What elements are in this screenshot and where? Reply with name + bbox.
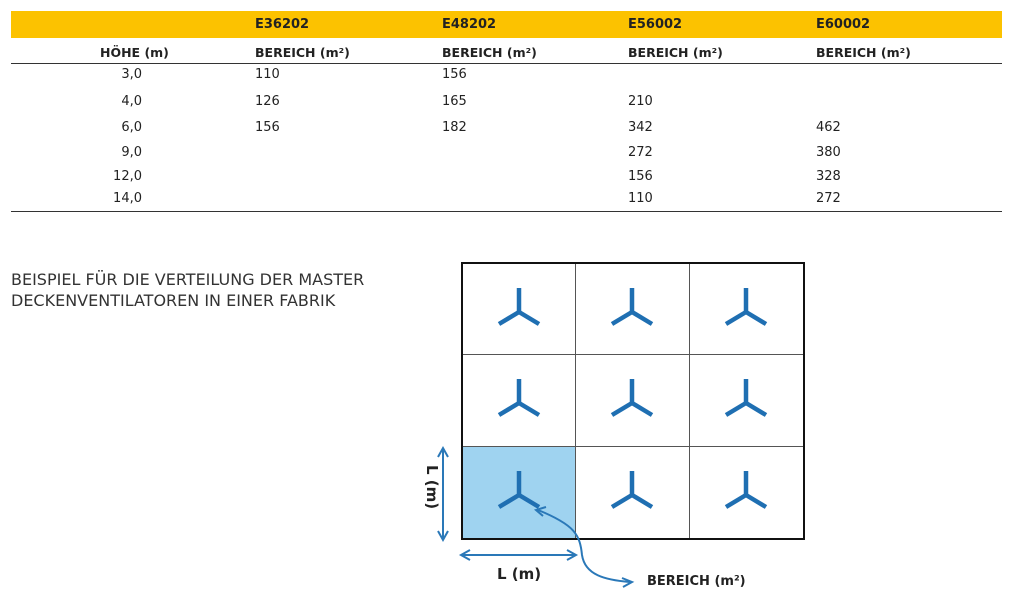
height-cell: 6,0 (121, 120, 142, 135)
height-cell: 3,0 (121, 67, 142, 82)
divider (11, 63, 1002, 64)
model-header: E36202 (255, 17, 310, 32)
grid-cell (690, 447, 803, 538)
divider (11, 211, 1002, 212)
area-cell: 165 (442, 94, 467, 109)
grid-cell (576, 446, 690, 538)
area-cell: 156 (255, 120, 280, 135)
caption-line: DECKENVENTILATOREN IN EINER FABRIK (11, 291, 336, 310)
grid-cell (576, 264, 690, 356)
ceiling-fan-icon (721, 286, 771, 332)
area-cell: 272 (816, 191, 841, 206)
area-cell: 110 (628, 191, 653, 206)
grid-cell (463, 355, 577, 447)
area-cell: 380 (816, 145, 841, 160)
ceiling-fan-icon (721, 377, 771, 423)
table-header-bar (11, 11, 1002, 38)
area-cell: 462 (816, 120, 841, 135)
ceiling-fan-icon (607, 469, 657, 515)
area-cell: 156 (442, 67, 467, 82)
ceiling-fan-icon (494, 286, 544, 332)
ceiling-fan-icon (607, 286, 657, 332)
ceiling-fan-icon (721, 469, 771, 515)
caption-line: BEISPIEL FÜR DIE VERTEILUNG DER MASTER (11, 270, 365, 289)
model-header: E56002 (628, 17, 683, 32)
area-header: BEREICH (m²) (628, 45, 723, 60)
dimension-arrows (437, 445, 635, 588)
grid-cell (689, 264, 803, 356)
area-label: BEREICH (m²) (647, 574, 746, 589)
area-cell: 156 (628, 169, 653, 184)
height-cell: 14,0 (113, 191, 142, 206)
grid-cell (689, 355, 803, 447)
area-cell: 272 (628, 145, 653, 160)
ceiling-fan-icon (494, 377, 544, 423)
factory-grid (461, 262, 805, 540)
side-length-label: L (m) (423, 464, 442, 510)
model-header: E60002 (816, 17, 871, 32)
area-cell: 126 (255, 94, 280, 109)
area-cell: 342 (628, 120, 653, 135)
area-header: BEREICH (m²) (255, 45, 350, 60)
grid-cell (463, 264, 577, 356)
area-cell: 182 (442, 120, 467, 135)
caption: BEISPIEL FÜR DIE VERTEILUNG DER MASTER D… (11, 269, 364, 311)
area-cell: 110 (255, 67, 280, 82)
ceiling-fan-icon (494, 469, 544, 515)
area-cell: 328 (816, 169, 841, 184)
area-header: BEREICH (m²) (442, 45, 537, 60)
highlighted-cell (463, 446, 577, 538)
area-header: BEREICH (m²) (816, 45, 911, 60)
area-cell: 210 (628, 94, 653, 109)
height-header: HÖHE (m) (100, 45, 169, 60)
bottom-length-label: L (m) (497, 565, 542, 583)
height-cell: 9,0 (121, 145, 142, 160)
height-cell: 12,0 (113, 169, 142, 184)
model-header: E48202 (442, 17, 497, 32)
ceiling-fan-icon (607, 377, 657, 423)
height-cell: 4,0 (121, 94, 142, 109)
grid-cell (576, 355, 690, 447)
